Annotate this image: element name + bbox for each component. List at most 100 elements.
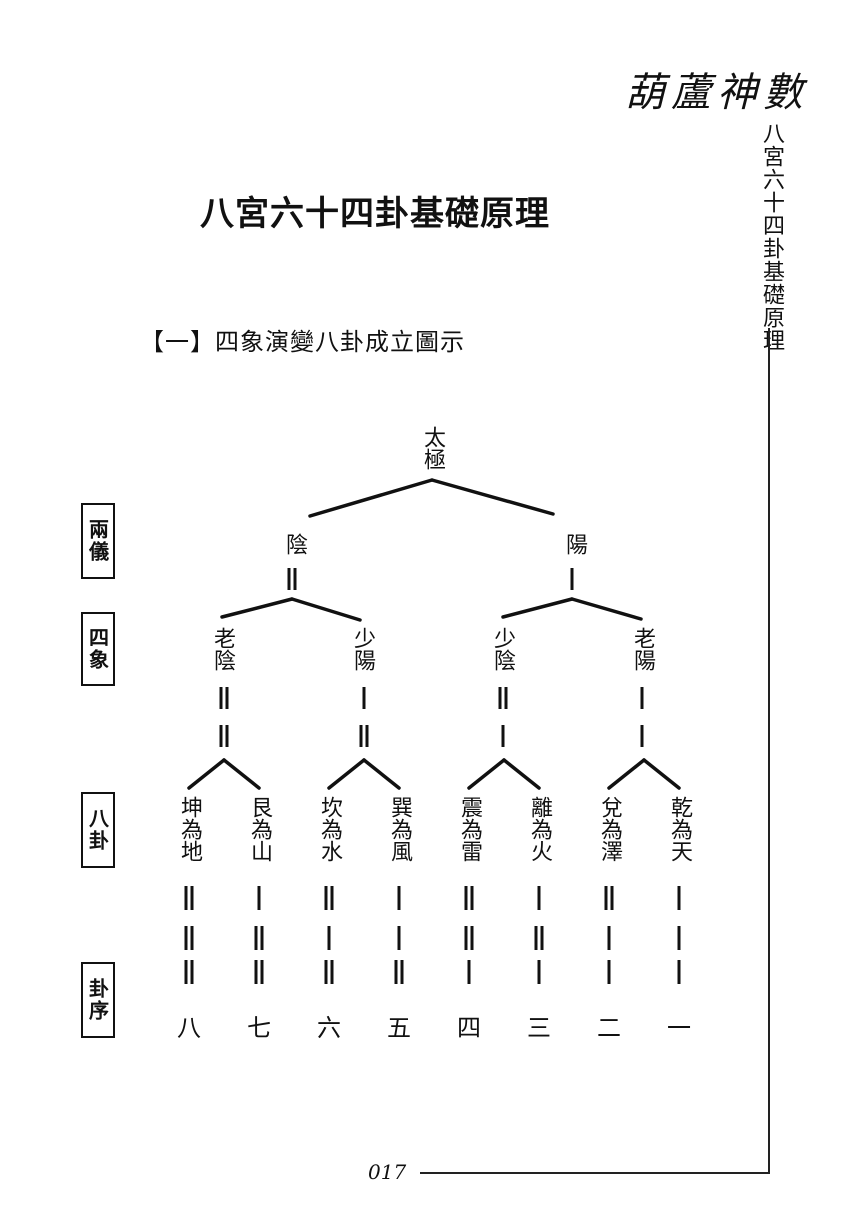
row-label-sixiang: 四象 <box>81 612 115 686</box>
symbol-trigram-1-line-2-yin-line-right <box>260 960 264 984</box>
connector-sixiang-2-left <box>467 758 506 790</box>
node-sixiang-old-yin: 老陰 <box>210 627 235 671</box>
symbol-trigram-4-line-1-yin-line-left <box>464 926 468 950</box>
symbol-trigram-2-line-2-yin-line-right <box>330 960 334 984</box>
symbol-trigram-1-line-1-yin-line-right <box>260 926 264 950</box>
connector-sixiang-1-right <box>362 758 401 790</box>
row-label-bagua: 八卦 <box>81 792 115 868</box>
row-label-guaxu: 卦序 <box>81 962 115 1038</box>
symbol-trigram-7-line-1-yang-line <box>677 926 681 950</box>
node-trigram-kan: 坎為水 <box>317 796 342 862</box>
order-gen: 七 <box>247 1014 271 1042</box>
connector-sixiang-3-left <box>607 758 646 790</box>
side-rule <box>768 328 770 1173</box>
symbol-trigram-1-line-2-yin-line-left <box>254 960 258 984</box>
symbol-trigram-4-line-1-yin-line-right <box>470 926 474 950</box>
symbol-sixiang-1-top-yang-line <box>362 687 366 709</box>
symbol-liangyi-yin-yin-line-left <box>287 568 291 590</box>
order-kan: 六 <box>317 1014 341 1042</box>
symbol-trigram-7-line-0-yang-line <box>677 886 681 910</box>
footer-rule <box>420 1172 770 1174</box>
symbol-trigram-4-line-0-yin-line-right <box>470 886 474 910</box>
symbol-trigram-3-line-2-yin-line-left <box>394 960 398 984</box>
node-trigram-xun: 巽為風 <box>387 796 412 862</box>
symbol-sixiang-3-top-yang-line <box>640 687 644 709</box>
symbol-liangyi-yang-yang-line <box>570 568 574 590</box>
symbol-trigram-4-line-2-yang-line <box>467 960 471 984</box>
symbol-sixiang-2-bottom-yang-line <box>501 725 505 747</box>
symbol-trigram-2-line-0-yin-line-left <box>324 886 328 910</box>
symbol-trigram-1-line-1-yin-line-left <box>254 926 258 950</box>
node-trigram-qian: 乾為天 <box>667 796 692 862</box>
symbol-trigram-2-line-0-yin-line-right <box>330 886 334 910</box>
symbol-trigram-1-line-0-yang-line <box>257 886 261 910</box>
symbol-sixiang-0-bottom-yin-line-left <box>219 725 223 747</box>
symbol-sixiang-1-bottom-yin-line-left <box>359 725 363 747</box>
order-kun: 八 <box>177 1014 201 1042</box>
connector-sixiang-0-right <box>222 758 261 790</box>
symbol-sixiang-0-bottom-yin-line-right <box>225 725 229 747</box>
symbol-trigram-3-line-1-yang-line <box>397 926 401 950</box>
node-trigram-zhen: 震為雷 <box>457 796 482 862</box>
order-xun: 五 <box>387 1014 411 1042</box>
symbol-trigram-3-line-2-yin-line-right <box>400 960 404 984</box>
section-heading: 【一】四象演變八卦成立圖示 <box>140 328 465 356</box>
page-number: 017 <box>368 1160 407 1184</box>
symbol-trigram-0-line-2-yin-line-left <box>184 960 188 984</box>
connector-sixiang-0-left <box>187 758 226 790</box>
node-sixiang-young-yin: 少陰 <box>490 627 515 671</box>
symbol-trigram-2-line-2-yin-line-left <box>324 960 328 984</box>
connector-sixiang-1-left <box>327 758 366 790</box>
symbol-trigram-0-line-1-yin-line-right <box>190 926 194 950</box>
symbol-sixiang-1-bottom-yin-line-right <box>365 725 369 747</box>
symbol-trigram-6-line-1-yang-line <box>607 926 611 950</box>
symbol-trigram-0-line-0-yin-line-left <box>184 886 188 910</box>
symbol-trigram-6-line-0-yin-line-right <box>610 886 614 910</box>
row-label-liangyi: 兩儀 <box>81 503 115 579</box>
connector-yang-old-yang <box>570 597 643 621</box>
symbol-sixiang-2-top-yin-line-left <box>498 687 502 709</box>
symbol-trigram-3-line-0-yang-line <box>397 886 401 910</box>
node-trigram-li: 離為火 <box>527 796 552 862</box>
order-li: 三 <box>527 1014 551 1042</box>
order-zhen: 四 <box>457 1014 481 1042</box>
symbol-sixiang-2-top-yin-line-right <box>504 687 508 709</box>
symbol-trigram-6-line-2-yang-line <box>607 960 611 984</box>
node-liangyi-yang: 陽 <box>562 533 587 555</box>
page-title: 八宮六十四卦基礎原理 <box>200 194 550 234</box>
symbol-trigram-2-line-1-yang-line <box>327 926 331 950</box>
symbol-trigram-4-line-0-yin-line-left <box>464 886 468 910</box>
book-title: 葫蘆神數 <box>625 70 809 116</box>
order-qian: 一 <box>667 1014 691 1042</box>
symbol-sixiang-3-bottom-yang-line <box>640 725 644 747</box>
connector-sixiang-2-right <box>502 758 541 790</box>
node-sixiang-young-yang: 少陽 <box>350 627 375 671</box>
symbol-liangyi-yin-yin-line-right <box>293 568 297 590</box>
symbol-trigram-5-line-1-yin-line-left <box>534 926 538 950</box>
connector-yin-old-yin <box>220 597 294 619</box>
symbol-trigram-0-line-0-yin-line-right <box>190 886 194 910</box>
node-taiji: 太極 <box>420 426 445 470</box>
order-dui: 二 <box>597 1014 621 1042</box>
symbol-sixiang-0-top-yin-line-right <box>225 687 229 709</box>
node-sixiang-old-yang: 老陽 <box>630 627 655 671</box>
symbol-trigram-5-line-0-yang-line <box>537 886 541 910</box>
node-trigram-gen: 艮為山 <box>247 796 272 862</box>
node-liangyi-yin: 陰 <box>282 533 307 555</box>
symbol-trigram-7-line-2-yang-line <box>677 960 681 984</box>
connector-yin-young-yang <box>290 597 362 622</box>
side-running-title: 八宮六十四卦基礎原理 <box>759 122 784 352</box>
symbol-trigram-5-line-2-yang-line <box>537 960 541 984</box>
connector-sixiang-3-right <box>642 758 681 790</box>
connector-yang-young-yin <box>501 597 574 619</box>
node-trigram-kun: 坤為地 <box>177 796 202 862</box>
symbol-trigram-0-line-1-yin-line-left <box>184 926 188 950</box>
symbol-trigram-0-line-2-yin-line-right <box>190 960 194 984</box>
symbol-trigram-6-line-0-yin-line-left <box>604 886 608 910</box>
connector-taiji-yin <box>308 478 434 518</box>
node-trigram-dui: 兌為澤 <box>597 796 622 862</box>
symbol-sixiang-0-top-yin-line-left <box>219 687 223 709</box>
symbol-trigram-5-line-1-yin-line-right <box>540 926 544 950</box>
connector-taiji-yang <box>430 478 555 516</box>
